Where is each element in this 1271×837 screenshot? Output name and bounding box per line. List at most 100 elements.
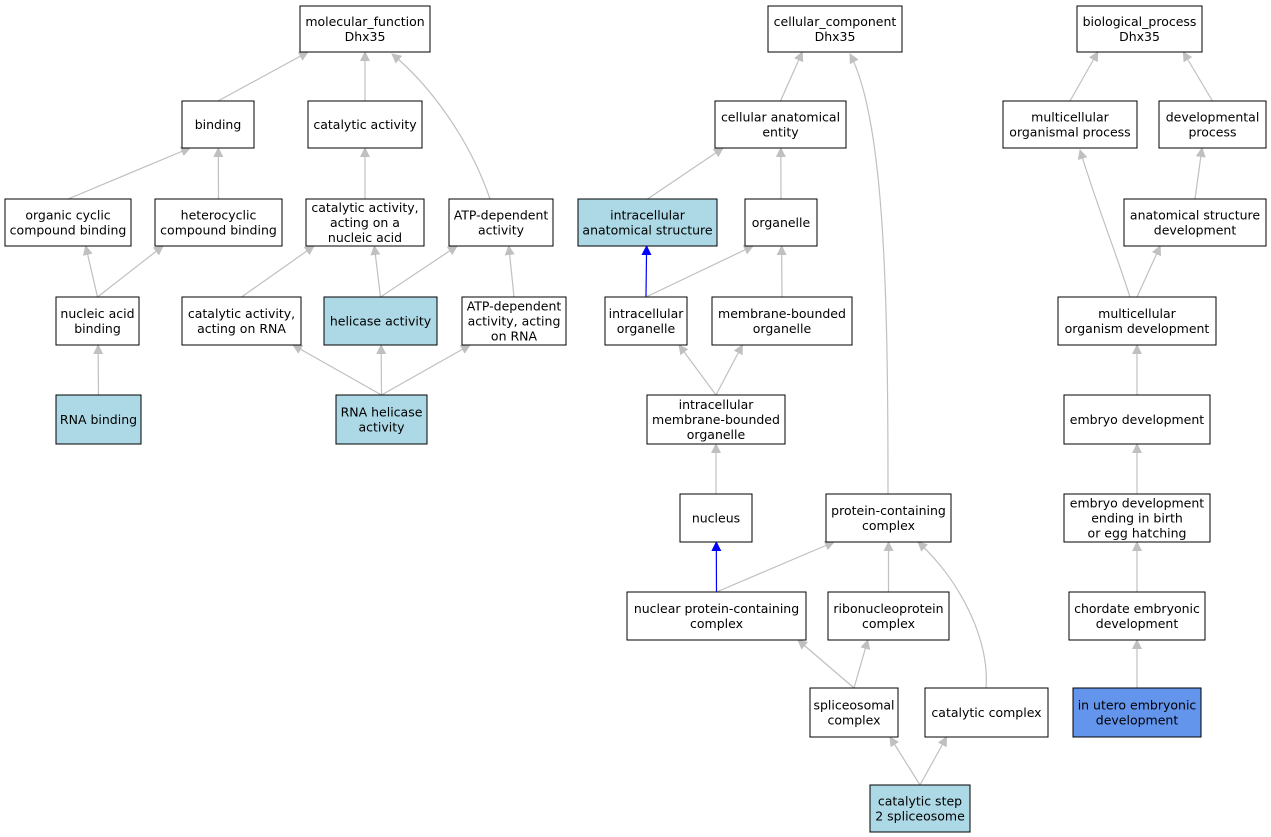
node-box: [1158, 100, 1267, 149]
node-box: [323, 296, 438, 346]
node-catalytic-complex[interactable]: catalytic complex: [924, 687, 1049, 738]
node-box: [448, 198, 554, 247]
node-label-line: catalytic complex: [931, 705, 1041, 720]
node-catalytic-activity[interactable]: catalytic activity: [307, 100, 423, 149]
node-box: [1063, 493, 1211, 543]
node-nucleus[interactable]: nucleus: [679, 493, 753, 543]
edge-intracellular-organelle-to-organelle: [645, 245, 754, 298]
edge-helicase-activity-to-catalytic-on-nucleic-acid: [370, 245, 382, 298]
node-box: [1123, 198, 1267, 247]
edge-nuclear-protein-containing-complex-to-protein-containing-complex: [716, 540, 835, 593]
node-box: [767, 5, 903, 53]
edge-protein-containing-complex-to-cc-root: [849, 53, 889, 495]
edges-layer: [67, 51, 1214, 786]
node-box: [1002, 100, 1138, 149]
node-box: [626, 591, 807, 641]
edge-catalytic-step-2-spliceosome-to-spliceosomal-complex: [889, 736, 921, 786]
edge-intracellular-organelle-to-intracellular-anatomical-structure: [641, 245, 652, 298]
node-box: [335, 394, 428, 445]
node-box: [305, 198, 425, 247]
edge-helicase-activity-to-atp-dependent-activity: [380, 245, 458, 298]
node-label-line: catalytic activity,: [311, 200, 418, 215]
node-box: [1063, 394, 1211, 445]
node-label-line: complex: [862, 518, 915, 533]
edge-atp-dependent-on-rna-to-atp-dependent-activity: [504, 245, 515, 298]
node-label-line: complex: [862, 616, 915, 631]
node-organelle[interactable]: organelle: [744, 198, 818, 247]
edge-catalytic-complex-to-protein-containing-complex: [917, 541, 987, 689]
node-label-line: ribonucleoprotein: [833, 601, 943, 616]
edge-rna-helicase-activity-to-catalytic-on-rna: [292, 344, 382, 396]
node-label-line: protein-containing: [831, 503, 946, 518]
node-label-line: Dhx35: [815, 29, 856, 44]
node-embryo-development[interactable]: embryo development: [1063, 394, 1211, 445]
node-binding[interactable]: binding: [181, 100, 255, 149]
edge-rna-helicase-activity-to-atp-dependent-on-rna: [381, 344, 471, 396]
node-label-line: RNA helicase: [341, 405, 423, 420]
node-rna-binding[interactable]: RNA binding: [55, 394, 142, 445]
node-label-line: ATP-dependent: [454, 208, 549, 223]
node-label-line: cellular anatomical: [721, 110, 840, 125]
node-label-line: organelle: [687, 427, 746, 442]
node-label-line: binding: [74, 321, 121, 336]
node-label-line: ATP-dependent: [467, 299, 562, 314]
edge-organic-cyclic-compound-binding-to-binding: [67, 146, 191, 200]
node-label-line: development: [1154, 223, 1237, 238]
node-helicase-activity[interactable]: helicase activity: [323, 296, 438, 346]
node-label-line: acting on RNA: [197, 321, 286, 336]
node-label-line: Dhx35: [1119, 29, 1160, 44]
node-box: [461, 296, 567, 346]
node-label-line: complex: [690, 616, 743, 631]
node-label-line: anatomical structure: [1130, 208, 1260, 223]
node-box: [869, 784, 971, 833]
node-label-line: development: [1096, 713, 1179, 728]
edge-developmental-process-to-bp-root: [1182, 51, 1214, 102]
node-box: [577, 198, 718, 247]
edge-intracellular-membrane-bounded-organelle-to-intracellular-organelle: [678, 344, 717, 396]
node-label-line: compound binding: [10, 223, 127, 238]
node-box: [299, 5, 431, 53]
node-box: [55, 394, 142, 445]
node-box: [181, 100, 255, 149]
node-box: [1072, 687, 1202, 738]
node-box: [924, 687, 1049, 738]
node-box: [1068, 591, 1206, 641]
edge-binding-to-mf-root: [217, 51, 309, 102]
node-label-line: nuclear protein-containing: [634, 601, 799, 616]
node-label-line: embryo development: [1070, 412, 1205, 427]
node-label-line: Dhx35: [345, 29, 386, 44]
edge-intracellular-membrane-bounded-organelle-to-membrane-bounded-organelle: [715, 344, 743, 396]
node-label-line: heterocyclic: [181, 208, 257, 223]
node-label-line: helicase activity: [330, 314, 432, 329]
node-catalytic-on-rna[interactable]: catalytic activity,acting on RNA: [181, 296, 302, 346]
node-label-line: membrane-bounded: [652, 412, 780, 427]
